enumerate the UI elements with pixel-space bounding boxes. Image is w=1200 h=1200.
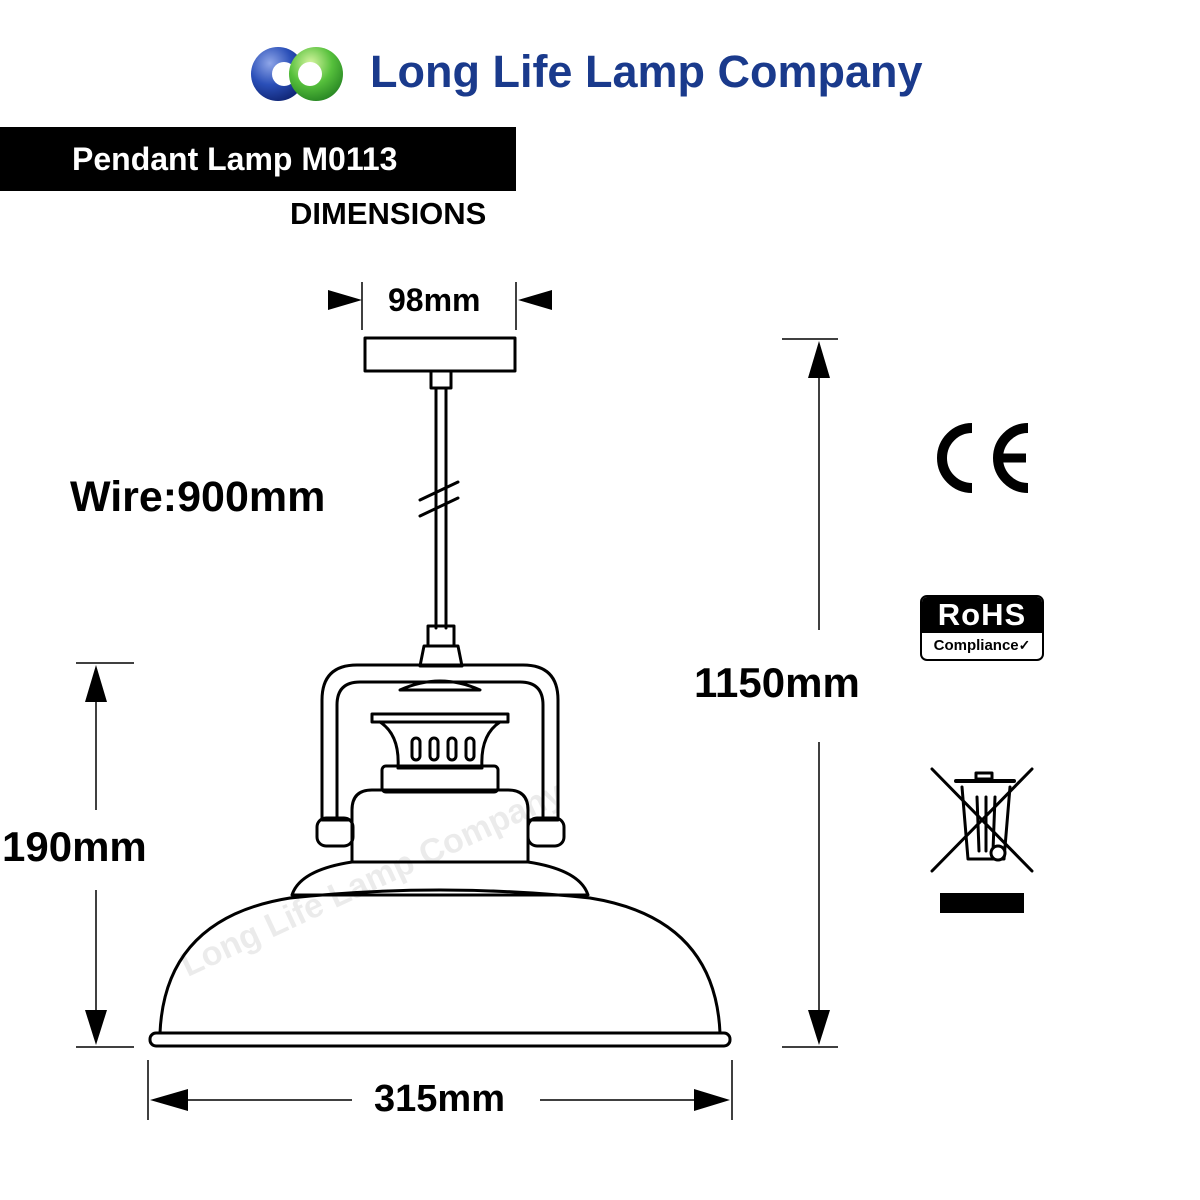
shade-height-label: 190mm [2, 823, 147, 870]
wire-length-label: Wire:900mm [70, 473, 326, 521]
arrow-icon [808, 341, 830, 378]
arrow-icon [85, 665, 107, 702]
product-title: Pendant Lamp M0113 [72, 141, 398, 177]
arrow-icon [328, 290, 362, 310]
arrow-icon [518, 290, 552, 310]
arrow-icon [694, 1089, 730, 1111]
weee-crossed-bin-icon [930, 767, 1034, 913]
checkmark-icon: ✓ [1018, 637, 1031, 653]
arrow-icon [150, 1089, 188, 1111]
ceiling-canopy [363, 336, 517, 373]
ce-mark-text: CE [928, 420, 930, 421]
company-name: Long Life Lamp Company [370, 46, 923, 97]
product-title-bar: Pendant Lamp M0113 [0, 127, 516, 191]
rohs-subtitle-row: Compliance✓ [922, 633, 1042, 659]
company-logo-icon [251, 47, 343, 101]
shade-diameter-label: 315mm [374, 1078, 505, 1120]
arrow-icon [85, 1010, 107, 1045]
ce-mark-icon: CE [928, 420, 1029, 493]
rohs-title: RoHS [922, 597, 1042, 633]
rohs-compliance-badge: RoHS Compliance✓ [920, 595, 1044, 661]
canopy-width-label: 98mm [388, 282, 481, 318]
section-heading: DIMENSIONS [290, 196, 487, 231]
total-height-label: 1150mm [694, 659, 860, 706]
arrow-icon [808, 1010, 830, 1045]
rohs-subtitle: Compliance [933, 637, 1019, 654]
